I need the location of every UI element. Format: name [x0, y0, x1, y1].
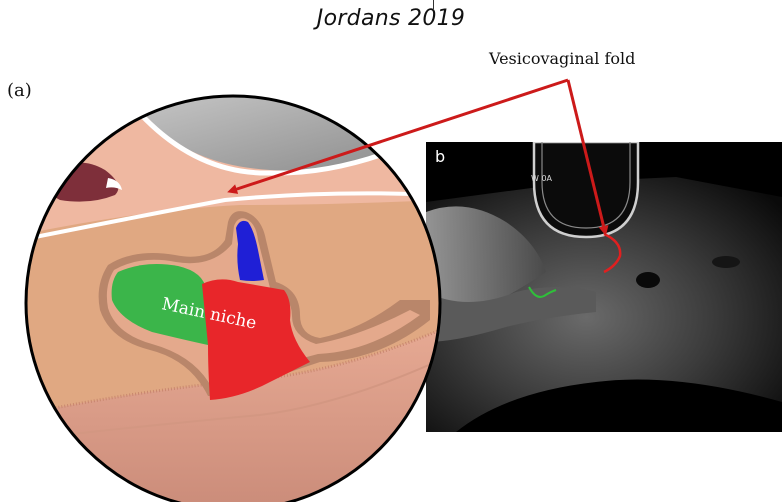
- arrow-to-ultrasound: [568, 80, 605, 232]
